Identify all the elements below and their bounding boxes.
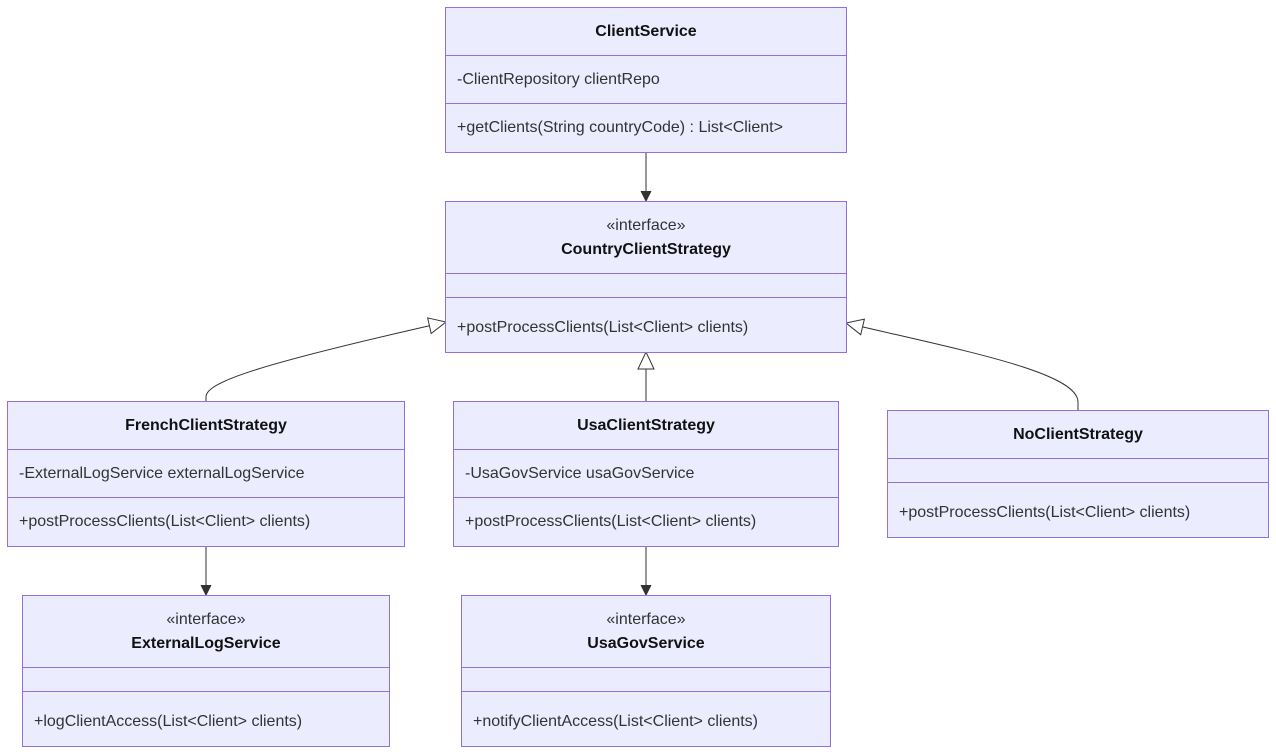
methods-section: +postProcessClients(List<Client> clients… — [8, 498, 404, 534]
methods-section: +postProcessClients(List<Client> clients… — [454, 498, 838, 534]
method: +postProcessClients(List<Client> clients… — [19, 513, 311, 530]
class-name: NoClientStrategy — [1013, 426, 1143, 443]
method: +postProcessClients(List<Client> clients… — [899, 504, 1191, 521]
attribute: -UsaGovService usaGovService — [465, 465, 695, 482]
methods-section: +getClients(String countryCode) : List<C… — [446, 104, 846, 140]
attribute: -ExternalLogService externalLogService — [19, 465, 305, 482]
method: +notifyClientAccess(List<Client> clients… — [473, 713, 759, 730]
method: +getClients(String countryCode) : List<C… — [457, 119, 783, 136]
class-name: UsaClientStrategy — [577, 417, 715, 434]
methods-section: +logClientAccess(List<Client> clients) — [23, 692, 389, 734]
class-usa-gov-service: «interface» UsaGovService +notifyClientA… — [461, 595, 831, 747]
attributes-section — [446, 274, 846, 298]
class-french-client-strategy: FrenchClientStrategy -ExternalLogService… — [7, 401, 405, 547]
class-header: UsaClientStrategy — [454, 402, 838, 450]
class-usa-client-strategy: UsaClientStrategy -UsaGovService usaGovS… — [453, 401, 839, 547]
attributes-section: -ExternalLogService externalLogService — [8, 450, 404, 498]
attribute: -ClientRepository clientRepo — [457, 71, 660, 88]
stereotype-label: «interface» — [166, 611, 246, 628]
class-external-log-service: «interface» ExternalLogService +logClien… — [22, 595, 390, 747]
method: +postProcessClients(List<Client> clients… — [465, 513, 757, 530]
stereotype-label: «interface» — [606, 611, 686, 628]
class-header: NoClientStrategy — [888, 411, 1268, 459]
class-header: FrenchClientStrategy — [8, 402, 404, 450]
class-name: CountryClientStrategy — [561, 241, 731, 258]
attributes-section: -UsaGovService usaGovService — [454, 450, 838, 498]
class-header: «interface» UsaGovService — [462, 596, 830, 668]
attributes-section — [23, 668, 389, 692]
method: +logClientAccess(List<Client> clients) — [34, 713, 303, 730]
class-no-client-strategy: NoClientStrategy +postProcessClients(Lis… — [887, 410, 1269, 538]
class-name: FrenchClientStrategy — [125, 417, 287, 434]
edge-french-realizes-countryclientstrategy — [205, 317, 448, 402]
class-header: «interface» CountryClientStrategy — [446, 202, 846, 274]
class-country-client-strategy: «interface» CountryClientStrategy +postP… — [445, 201, 847, 353]
methods-section: +notifyClientAccess(List<Client> clients… — [462, 692, 830, 734]
class-name: UsaGovService — [587, 635, 705, 652]
attributes-section — [888, 459, 1268, 483]
stereotype-label: «interface» — [606, 217, 686, 234]
class-header: «interface» ExternalLogService — [23, 596, 389, 668]
methods-section: +postProcessClients(List<Client> clients… — [446, 298, 846, 340]
attributes-section — [462, 668, 830, 692]
attributes-section: -ClientRepository clientRepo — [446, 56, 846, 104]
methods-section: +postProcessClients(List<Client> clients… — [888, 483, 1268, 525]
method: +postProcessClients(List<Client> clients… — [457, 319, 749, 336]
edge-no-realizes-countryclientstrategy — [844, 318, 1079, 411]
class-name: ClientService — [595, 23, 697, 40]
class-header: ClientService — [446, 8, 846, 56]
class-name: ExternalLogService — [131, 635, 281, 652]
class-client-service: ClientService -ClientRepository clientRe… — [445, 7, 847, 153]
